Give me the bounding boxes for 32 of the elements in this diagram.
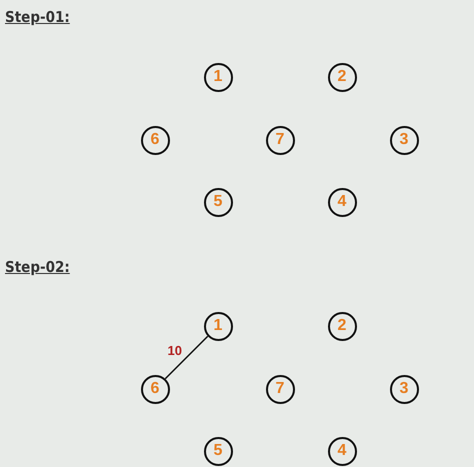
node-number: 5 bbox=[214, 194, 222, 210]
number-circle bbox=[140, 126, 170, 154]
number-circle bbox=[328, 62, 356, 92]
number-circle bbox=[328, 436, 356, 466]
number-circle bbox=[204, 436, 232, 466]
connector-line bbox=[164, 336, 208, 380]
node-number: 6 bbox=[150, 381, 160, 397]
node-number: 3 bbox=[400, 381, 408, 397]
number-circle bbox=[140, 374, 170, 404]
node-number: 7 bbox=[276, 381, 284, 397]
node-number: 6 bbox=[150, 132, 160, 148]
number-circle bbox=[390, 374, 418, 404]
number-circle bbox=[204, 62, 232, 92]
step-heading: Step-01: bbox=[5, 8, 70, 26]
node-number: 3 bbox=[400, 132, 408, 148]
node-number: 4 bbox=[338, 443, 346, 459]
node-number: 5 bbox=[214, 443, 222, 459]
node-number: 1 bbox=[214, 69, 222, 85]
number-circle bbox=[266, 126, 294, 154]
node-number: 2 bbox=[338, 69, 346, 85]
node-number: 1 bbox=[214, 318, 222, 334]
step-heading: Step-02: bbox=[5, 258, 70, 276]
edge-label: 10 bbox=[166, 344, 183, 356]
number-circle bbox=[266, 374, 294, 404]
node-number: 2 bbox=[338, 318, 346, 334]
number-circle bbox=[328, 312, 356, 340]
number-circle bbox=[390, 126, 418, 154]
number-circle bbox=[204, 188, 232, 216]
number-circle bbox=[204, 312, 232, 340]
node-number: 7 bbox=[276, 132, 284, 148]
node-number: 4 bbox=[338, 194, 346, 210]
number-circle bbox=[328, 188, 356, 216]
